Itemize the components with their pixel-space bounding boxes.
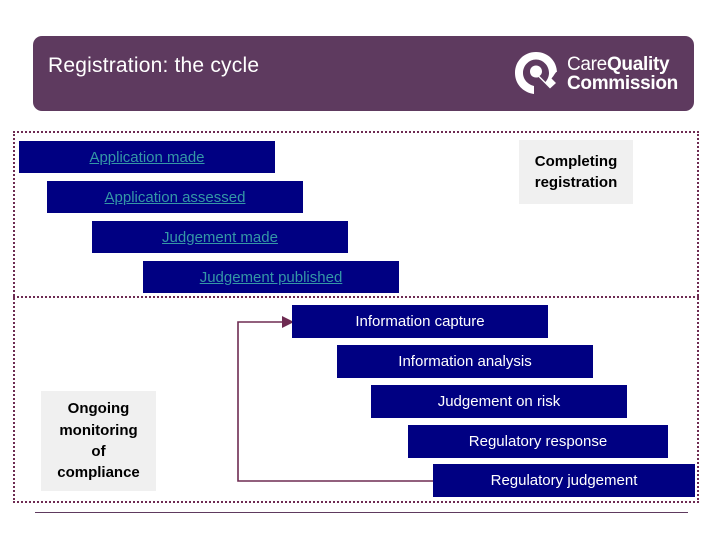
label-line: compliance xyxy=(57,464,140,482)
page-title: Registration: the cycle xyxy=(48,54,260,77)
diagram-frame xyxy=(13,131,699,503)
step-application-assessed[interactable]: Application assessed xyxy=(47,181,303,213)
label-line: Completing xyxy=(534,152,618,170)
label-line: of xyxy=(91,443,106,460)
step-judgement-published[interactable]: Judgement published xyxy=(143,261,399,293)
label-line: Ongoing xyxy=(67,400,130,418)
label-ongoing-monitoring-of-compliance: Ongoing monitoring of compliance xyxy=(41,391,156,491)
step-regulatory-judgement[interactable]: Regulatory judgement xyxy=(433,464,695,497)
cqc-q-logo-icon xyxy=(514,52,557,94)
step-judgement-on-risk[interactable]: Judgement on risk xyxy=(371,385,627,418)
cqc-logo: CareQuality Commission xyxy=(511,46,678,102)
logo-line-2: Commission xyxy=(566,73,678,94)
step-information-capture[interactable]: Information capture xyxy=(292,305,548,338)
diagram-section-divider xyxy=(13,296,699,298)
header-banner: Registration: the cycle CareQuality Comm… xyxy=(33,36,694,111)
label-line: registration xyxy=(534,174,618,191)
logo-line-1: CareQuality xyxy=(566,54,670,75)
logo-wordmark: CareQuality Commission xyxy=(567,55,678,93)
step-application-made[interactable]: Application made xyxy=(19,141,275,173)
step-information-analysis[interactable]: Information analysis xyxy=(337,345,593,378)
label-completing-registration: Completing registration xyxy=(519,140,633,204)
footer-rule xyxy=(35,512,688,513)
step-judgement-made[interactable]: Judgement made xyxy=(92,221,348,253)
step-regulatory-response[interactable]: Regulatory response xyxy=(408,425,668,458)
label-line: monitoring xyxy=(59,421,138,439)
